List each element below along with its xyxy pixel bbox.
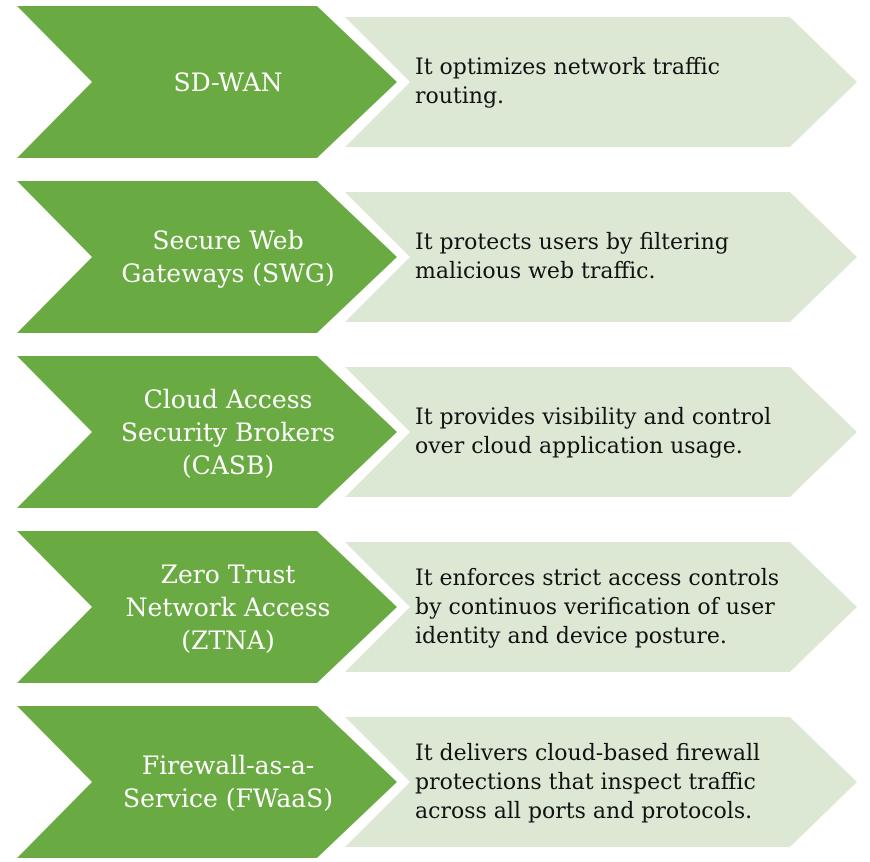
chevron-label: Firewall-as-a-Service (FWaaS) — [122, 751, 334, 813]
description-text: It provides visibility and control over … — [415, 405, 772, 459]
description-text: It delivers cloud-based firewall protect… — [415, 740, 761, 824]
description-casb: It provides visibility and control over … — [345, 367, 857, 497]
row-sd-wan: SD-WAN It optimizes network traffic rout… — [0, 6, 870, 158]
chevron-label: Cloud Access Security Brokers (CASB) — [120, 384, 336, 480]
chevron-ztna: Zero Trust Network Access (ZTNA) — [17, 531, 397, 683]
chevron-casb: Cloud Access Security Brokers (CASB) — [17, 356, 397, 508]
description-text: It optimizes network traffic routing. — [415, 55, 720, 109]
row-casb: Cloud Access Security Brokers (CASB) It … — [0, 356, 870, 508]
chevron-swg: Secure Web Gateways (SWG) — [17, 181, 397, 333]
chevron-sd-wan: SD-WAN — [17, 6, 397, 158]
chevron-fwaas: Firewall-as-a-Service (FWaaS) — [17, 706, 397, 858]
row-ztna: Zero Trust Network Access (ZTNA) It enfo… — [0, 531, 870, 683]
description-sd-wan: It optimizes network traffic routing. — [345, 17, 857, 147]
row-fwaas: Firewall-as-a-Service (FWaaS) It deliver… — [0, 706, 870, 858]
chevron-label: Secure Web Gateways (SWG) — [121, 226, 335, 288]
description-text: It protects users by filtering malicious… — [415, 230, 729, 284]
description-ztna: It enforces strict access controls by co… — [345, 542, 857, 672]
description-fwaas: It delivers cloud-based firewall protect… — [345, 717, 857, 847]
chevron-label: SD-WAN — [173, 67, 283, 97]
row-swg: Secure Web Gateways (SWG) It protects us… — [0, 181, 870, 333]
description-text: It enforces strict access controls by co… — [415, 565, 780, 649]
chevron-label: Zero Trust Network Access (ZTNA) — [125, 559, 331, 655]
description-swg: It protects users by filtering malicious… — [345, 192, 857, 322]
